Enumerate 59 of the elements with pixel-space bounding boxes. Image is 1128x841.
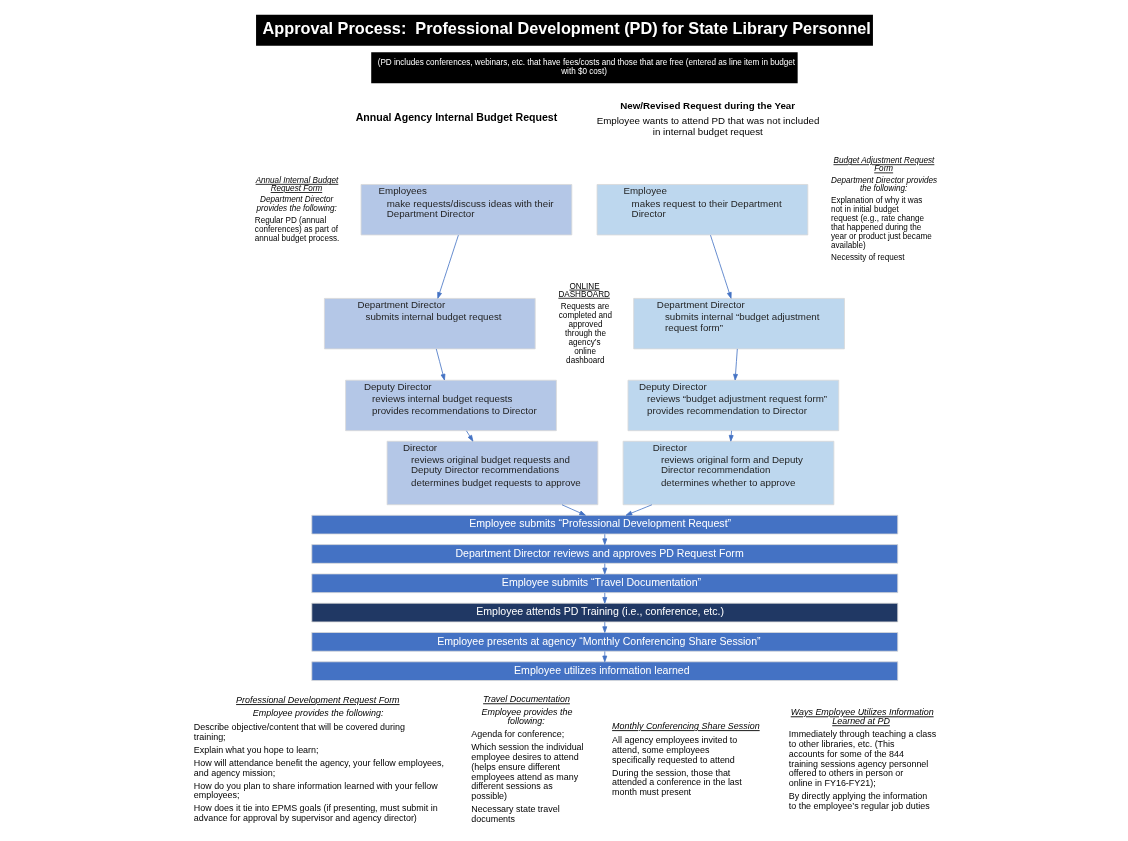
node-box: Department Director submits internal budget request	[323, 298, 536, 350]
label: Regular PD (annual conferences) as part of annual budget process.	[254, 215, 339, 243]
node-box: Department Director submits internal “budget adjustment request form”	[632, 298, 845, 350]
label: Employee wants to attend PD that was not included in internal budget request	[596, 114, 819, 137]
label: Explanation of why it was not in initial budget request (e.g., rate change that happened during the year or product just became available)	[830, 196, 932, 250]
label: Annual Agency Internal Budget Request	[355, 111, 557, 124]
label: Department Director provides the following:	[255, 195, 337, 213]
node-box: Deputy Director reviews internal budget requests provides recommendations to Director	[344, 379, 557, 432]
label: Immediately through teaching a class to other libraries, etc. (This accounts for some of the 844 training sessions agency personnel offered to others in person or online in FY16-FY21);	[788, 729, 936, 789]
label: Professional Development Request Form	[235, 695, 400, 706]
node-box: Employee attends PD Training (i.e., conference, etc.)	[310, 602, 898, 623]
label: Explain what you hope to learn;	[193, 744, 319, 755]
node-box: Employees make requests/discuss ideas with their Department Director	[360, 184, 572, 236]
arrow	[465, 430, 473, 442]
node-box: Department Director reviews and approves PD Request Form	[310, 544, 898, 564]
node-box: Employee presents at agency “Monthly Conferencing Share Session”	[310, 632, 898, 652]
label: Budget Adjustment Request Form	[832, 156, 934, 174]
label: During the session, those that attended a conference in the last month must present	[611, 767, 742, 798]
arrow	[601, 592, 607, 604]
node-box: Employee submits “Travel Documentation”	[310, 573, 898, 594]
label: Travel Documentation	[482, 694, 570, 705]
node-box: Employee makes request to their Department Director	[596, 184, 808, 236]
node-box: Deputy Director reviews “budget adjustment request form” provides recommendation to Director	[627, 379, 839, 432]
label: How do you plan to share information learned with your fellow employees;	[193, 780, 438, 801]
arrow	[625, 504, 652, 516]
node-box: Director reviews original form and Deputy Director recommendation determines whether to approve	[622, 440, 834, 506]
label: (PD includes conferences, webinars, etc. that have fees/costs and those that are free (entered as line item in budget with $0 cost)	[377, 58, 795, 77]
label: New/Revised Request during the Year	[619, 100, 795, 112]
label: Requests are completed and approved through the agency’s online dashboard	[558, 302, 612, 365]
label: Employee provides the following:	[252, 708, 383, 719]
arrow	[436, 234, 459, 299]
arrow	[601, 651, 607, 663]
label: All agency employees invited to attend, some employees specifically requested to attend	[611, 735, 737, 765]
label: Department Director provides the following:	[830, 175, 937, 193]
label: How will attendance benefit the agency, your fellow employees, and agency mission;	[193, 757, 444, 778]
node-box: Employee utilizes information learned	[310, 661, 898, 681]
arrow	[561, 504, 586, 516]
node-box: Employee submits “Professional Development Request”	[310, 514, 898, 535]
arrow	[601, 621, 607, 633]
label: Describe objective/content that will be covered during training;	[193, 722, 405, 742]
label: How does it tie into EPMS goals (if presenting, must submit in advance for approval by supervisor and agency director)	[193, 803, 438, 824]
node-box: Director reviews original budget requests and Deputy Director recommendations determines budget requests to approve	[386, 440, 598, 506]
label: Necessary state travel documents	[470, 804, 560, 824]
label: Annual Internal Budget Request Form	[255, 175, 338, 193]
arrow	[435, 348, 445, 381]
arrow	[732, 348, 738, 381]
arrow	[601, 533, 607, 545]
label: By directly applying the information to the employee’s regular job duties	[788, 791, 930, 811]
label: Necessity of request	[830, 253, 905, 263]
label: ONLINE DASHBOARD	[557, 281, 610, 299]
arrow	[709, 234, 732, 299]
arrow	[728, 430, 734, 442]
label: Which session the individual employee desires to attend (helps ensure different employees attend as many different sessions as possible)	[470, 742, 584, 802]
arrow	[601, 563, 607, 575]
label: Employee provides the following:	[480, 707, 572, 727]
label: Agenda for conference;	[470, 729, 564, 740]
label: Ways Employee Utilizes Information Learned at PD	[790, 707, 934, 727]
diagram-title: Approval Process: Professional Development (PD) for State Library Personnel	[262, 18, 871, 37]
label: Monthly Conferencing Share Session	[611, 721, 760, 732]
